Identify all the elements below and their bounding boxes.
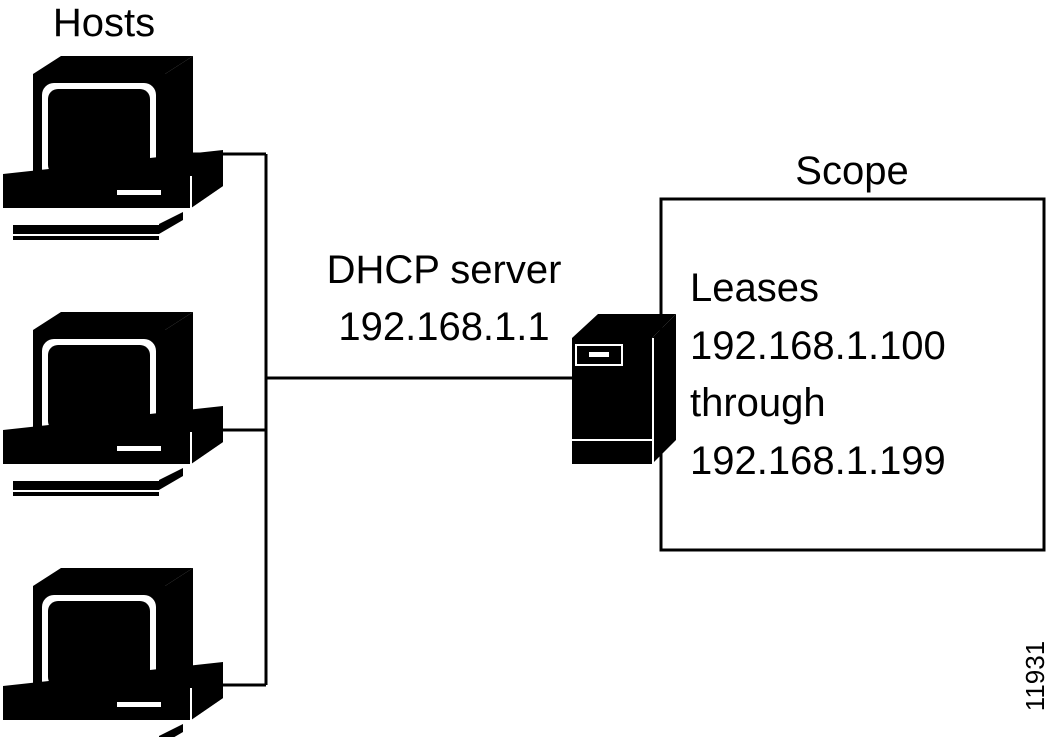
tower-server-icon [572,314,676,464]
network-cabling [192,152,572,687]
scope-box [659,197,1046,552]
scope-line-range-end: 192.168.1.199 [690,439,946,483]
host-computer-3-icon [2,567,224,737]
scope-line-through: through [690,381,826,425]
host-computer-1-icon [2,55,224,241]
server-name: DHCP server [327,248,562,292]
host-computer-2-icon [2,311,224,497]
figure-number: 11931 [1020,641,1050,711]
hosts-label: Hosts [53,1,155,45]
scope-line-leases: Leases [690,266,819,310]
scope-line-range-start: 192.168.1.100 [690,324,946,368]
server-address: 192.168.1.1 [338,305,549,349]
scope-title: Scope [795,149,908,193]
